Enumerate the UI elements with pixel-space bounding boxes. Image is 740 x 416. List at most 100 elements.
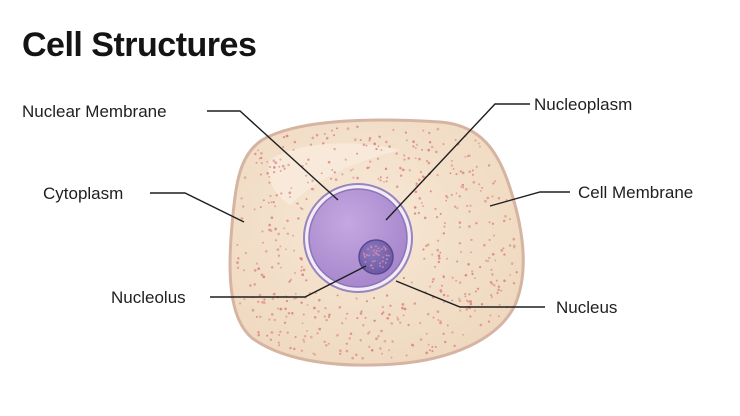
cytoplasm-granule xyxy=(294,336,297,338)
cytoplasm-granule xyxy=(255,161,258,164)
label-nucleus: Nucleus xyxy=(556,298,617,317)
cytoplasm-granule xyxy=(315,133,319,137)
cytoplasm-granule xyxy=(451,299,454,302)
cytoplasm-granule xyxy=(427,343,430,346)
cytoplasm-granule xyxy=(480,303,484,306)
cytoplasm-granule xyxy=(323,315,326,318)
cytoplasm-granule xyxy=(401,306,404,310)
cytoplasm-granule xyxy=(289,279,292,282)
cytoplasm-granule xyxy=(426,312,430,316)
cytoplasm-granule xyxy=(338,349,342,353)
cytoplasm-granule xyxy=(270,331,274,334)
cytoplasm-granule xyxy=(384,140,388,144)
cytoplasm-granule xyxy=(450,164,454,167)
nucleolus-granule xyxy=(386,258,388,261)
cytoplasm-granule xyxy=(296,202,299,205)
cytoplasm-granule xyxy=(294,292,297,296)
cytoplasm-granule xyxy=(236,243,239,247)
cytoplasm-granule xyxy=(415,182,418,185)
cytoplasm-granule xyxy=(425,332,428,335)
cytoplasm-granule xyxy=(352,176,355,179)
cytoplasm-granule xyxy=(365,144,368,147)
cytoplasm-granule xyxy=(272,292,276,296)
cytoplasm-granule xyxy=(512,237,516,241)
nucleolus-granule xyxy=(370,264,373,267)
cytoplasm-granule xyxy=(266,160,269,163)
cytoplasm-granule xyxy=(249,284,252,287)
cytoplasm-granule xyxy=(452,168,455,170)
cytoplasm-granule xyxy=(458,221,462,224)
cytoplasm-granule xyxy=(365,300,368,303)
cytoplasm-granule xyxy=(475,290,477,293)
cytoplasm-granule xyxy=(376,157,380,161)
cytoplasm-granule xyxy=(425,244,428,248)
cytoplasm-granule xyxy=(380,148,383,151)
cytoplasm-granule xyxy=(313,353,316,356)
cytoplasm-granule xyxy=(439,289,443,292)
nucleolus-granule xyxy=(379,265,381,267)
cytoplasm-granule xyxy=(310,335,313,339)
cytoplasm-granule xyxy=(437,319,440,321)
nucleolus-granule xyxy=(384,247,387,250)
cytoplasm-granule xyxy=(453,205,457,208)
cytoplasm-granule xyxy=(237,257,240,260)
cytoplasm-granule xyxy=(330,129,333,132)
cytoplasm-granule xyxy=(405,139,408,142)
cytoplasm-granule xyxy=(385,294,389,297)
cytoplasm-granule xyxy=(461,171,465,175)
cytoplasm-granule xyxy=(273,318,276,322)
cytoplasm-granule xyxy=(377,335,380,338)
cytoplasm-granule xyxy=(269,194,272,198)
cytoplasm-granule xyxy=(442,332,445,335)
cytoplasm-granule xyxy=(278,165,281,168)
cytoplasm-granule xyxy=(356,317,359,320)
cytoplasm-granule xyxy=(395,152,398,155)
cytoplasm-granule xyxy=(313,306,316,310)
cytoplasm-granule xyxy=(459,170,462,173)
cytoplasm-granule xyxy=(489,314,492,317)
cytoplasm-granule xyxy=(278,333,281,336)
cytoplasm-granule xyxy=(370,349,374,352)
cytoplasm-granule xyxy=(279,245,282,248)
cytoplasm-granule xyxy=(467,262,470,266)
cytoplasm-granule xyxy=(443,301,446,304)
cytoplasm-granule xyxy=(458,299,462,302)
cytoplasm-granule xyxy=(487,164,491,167)
cytoplasm-granule xyxy=(364,316,367,319)
cytoplasm-granule xyxy=(287,312,290,315)
cytoplasm-granule xyxy=(497,288,501,292)
cytoplasm-granule xyxy=(301,322,304,325)
cytoplasm-granule xyxy=(455,173,458,176)
cytoplasm-granule xyxy=(292,234,295,237)
cytoplasm-granule xyxy=(270,265,274,269)
leader-nuclear-membrane xyxy=(207,110,339,201)
cytoplasm-granule xyxy=(313,316,317,319)
cytoplasm-granule xyxy=(422,129,425,132)
cytoplasm-granule xyxy=(468,154,471,157)
cytoplasm-granule xyxy=(454,138,457,142)
cytoplasm-granule xyxy=(323,340,326,343)
cytoplasm-granule xyxy=(451,331,454,334)
cytoplasm-granule xyxy=(283,321,287,324)
cytoplasm-granule xyxy=(318,327,322,331)
cytoplasm-granule xyxy=(257,331,260,334)
cytoplasm-granule xyxy=(286,219,289,223)
cytoplasm-granule xyxy=(449,172,452,175)
cytoplasm-granule xyxy=(436,174,439,177)
cytoplasm-granule xyxy=(384,167,388,171)
cytoplasm-granule xyxy=(292,148,295,151)
cytoplasm-granule xyxy=(429,285,432,288)
cytoplasm-granule xyxy=(425,159,429,163)
cytoplasm-granule xyxy=(300,301,303,304)
cytoplasm-granule xyxy=(324,344,328,347)
cytoplasm-granule xyxy=(277,262,280,265)
cytoplasm-granule xyxy=(407,323,410,327)
cytoplasm-granule xyxy=(414,190,418,194)
cytoplasm-granule xyxy=(508,218,512,221)
cytoplasm-granule xyxy=(381,306,384,309)
cytoplasm-granule xyxy=(468,293,471,296)
cytoplasm-granule xyxy=(435,215,439,219)
cytoplasm-granule xyxy=(304,335,307,338)
cytoplasm-granule xyxy=(421,175,425,178)
